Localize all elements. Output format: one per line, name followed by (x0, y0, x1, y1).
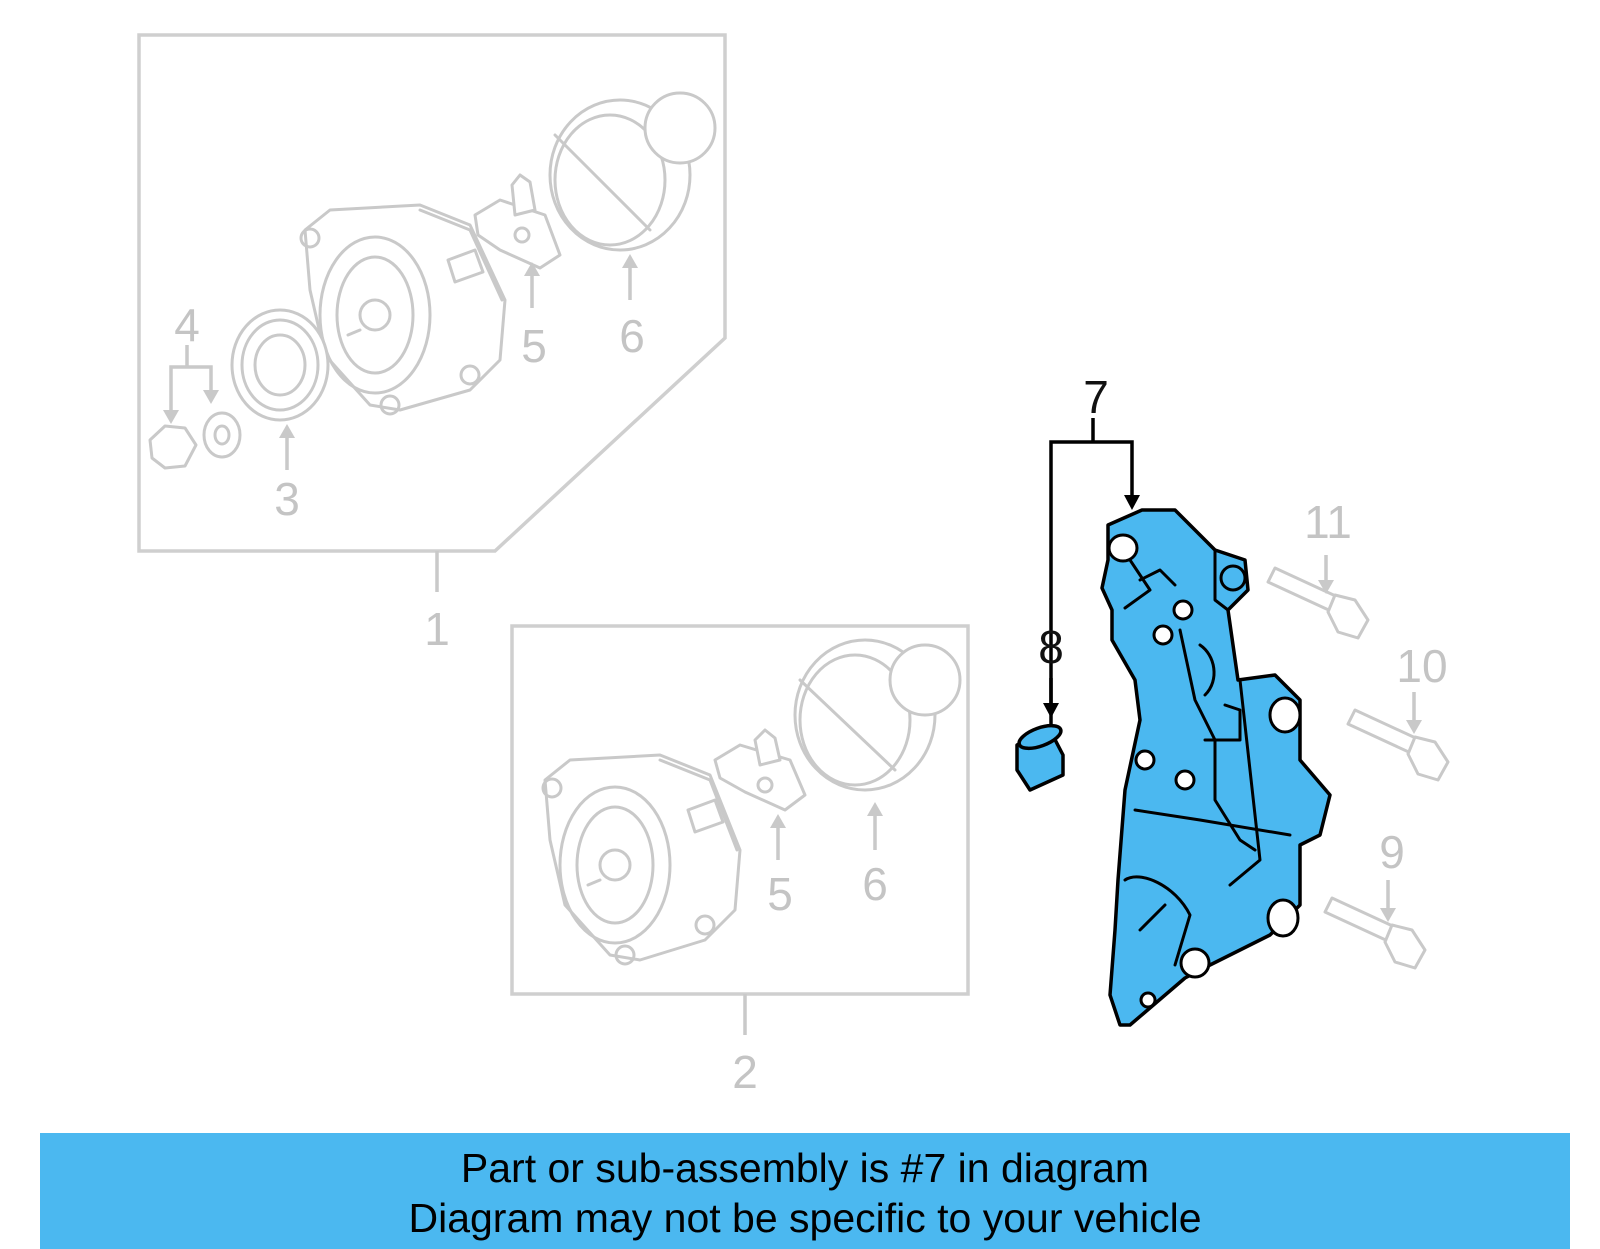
assembly-2-group (510, 624, 970, 1035)
assembly-2-frame (510, 624, 970, 996)
callout-1: 1 (424, 603, 450, 655)
alternator-icon (299, 203, 507, 416)
alternator-bracket-highlighted (1100, 508, 1332, 1027)
callout-7: 7 (1083, 371, 1109, 423)
alternator-icon (541, 753, 742, 966)
bolt-10-icon (1346, 708, 1450, 782)
callout-5-top: 5 (521, 320, 547, 372)
voltage-regulator-icon (713, 728, 807, 812)
callout-4: 4 (174, 299, 200, 351)
bushing-sleeve-highlighted (1015, 723, 1065, 792)
callout-2: 2 (732, 1046, 758, 1098)
pulley-icon (230, 308, 330, 422)
callout-8: 8 (1038, 621, 1064, 673)
bolt-11-icon (1266, 566, 1370, 640)
banner-line-part: Part or sub-assembly is #7 in diagram (460, 1145, 1150, 1191)
nut-washer-icon (148, 411, 242, 470)
info-banner: Part or sub-assembly is #7 in diagram Di… (40, 1133, 1570, 1249)
pulley-cover-icon (548, 91, 717, 252)
callout-11: 11 (1304, 496, 1352, 548)
bolt-9-icon (1323, 896, 1427, 970)
callout-6-top: 6 (619, 310, 645, 362)
callout-9: 9 (1379, 826, 1405, 878)
callout-5-bottom: 5 (767, 868, 793, 920)
voltage-regulator-icon (473, 173, 562, 270)
assembly-1-group (137, 33, 727, 592)
pulley-cover-icon (793, 638, 962, 792)
callout-10: 10 (1396, 640, 1447, 692)
banner-line-disclaimer: Diagram may not be specific to your vehi… (408, 1195, 1202, 1241)
assembly-1-frame (137, 33, 727, 553)
callout-6-bottom: 6 (862, 858, 888, 910)
callout-3: 3 (274, 473, 300, 525)
